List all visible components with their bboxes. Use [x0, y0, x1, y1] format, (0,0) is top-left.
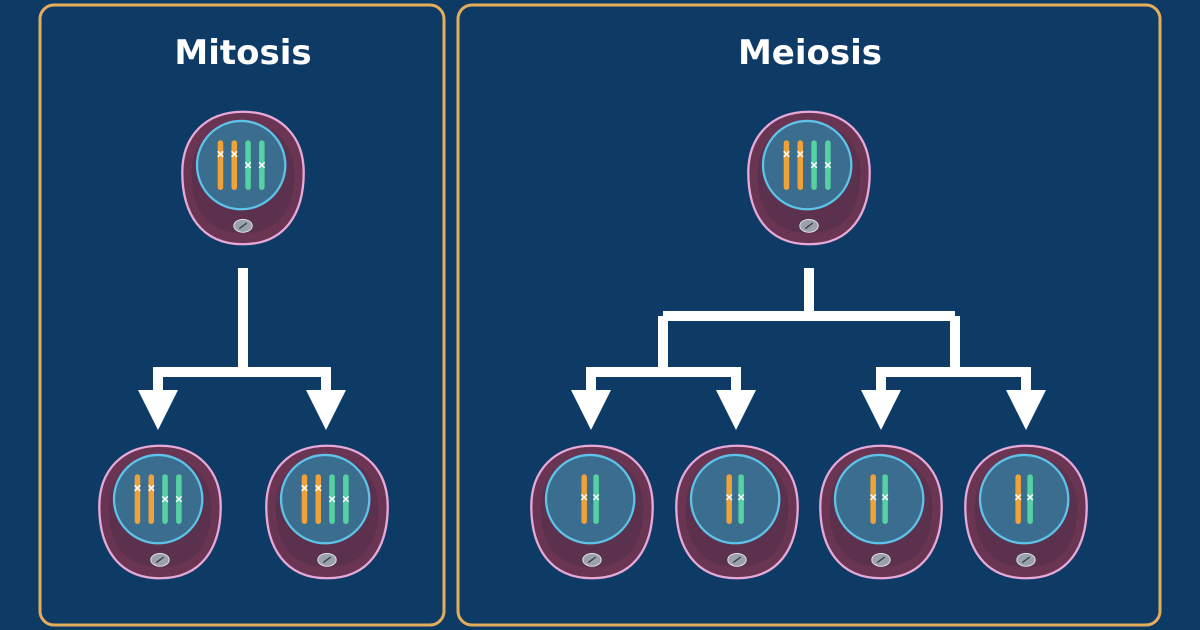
mitosis-title: Mitosis [174, 33, 311, 73]
chromosome-green [244, 140, 252, 190]
chromosome-orange [1014, 474, 1022, 524]
mitosis-right-arrow [243, 367, 346, 430]
organelle-icon [582, 552, 602, 567]
chromosome-orange [796, 140, 804, 190]
meiosis-arrow-4 [955, 367, 1046, 430]
chromosome-green [328, 474, 336, 524]
chromosome-green [1026, 474, 1034, 524]
chromosome-orange [301, 474, 308, 524]
chromosome-green [810, 140, 818, 190]
meiosis-arrow-2 [663, 367, 756, 430]
meiosis-arrow-3 [861, 367, 955, 430]
chromosome-green [592, 474, 600, 524]
meiosis-arrow-1 [571, 367, 663, 430]
meiosis-parent-cell [747, 110, 871, 246]
meiosis-daughter-cell [530, 444, 654, 580]
meiosis-daughter-cell [675, 444, 799, 580]
nucleus [279, 453, 371, 545]
chromosome-green [342, 474, 350, 524]
chromosome-green [258, 140, 266, 190]
chromosome-green [175, 474, 183, 524]
mitosis-left-arrow [138, 367, 243, 430]
meiosis-panel: Meiosis [456, 3, 1162, 627]
meiosis-stem-line [658, 268, 960, 372]
chromosome-orange [869, 474, 877, 524]
mitosis-daughter-cell [265, 444, 389, 580]
chromosome-green [824, 140, 832, 190]
meiosis-cells [530, 110, 1088, 580]
mitosis-cells [98, 110, 389, 580]
organelle-icon [727, 552, 747, 567]
chromosome-green [161, 474, 169, 524]
organelle-icon [799, 218, 819, 233]
nucleus [195, 119, 287, 211]
mitosis-arrows [138, 268, 346, 430]
mitosis-parent-cell [181, 110, 305, 246]
organelle-icon [150, 552, 170, 567]
organelle-icon [233, 218, 253, 233]
chromosome-orange [725, 474, 733, 524]
nucleus [978, 453, 1070, 545]
meiosis-title: Meiosis [738, 33, 882, 73]
organelle-icon [871, 552, 891, 567]
mitosis-panel-border [38, 3, 446, 627]
nucleus [544, 453, 636, 545]
mitosis-daughter-cell [98, 444, 222, 580]
chromosome-orange [217, 140, 224, 190]
meiosis-daughter-cell [964, 444, 1088, 580]
meiosis-arrows [571, 268, 1046, 430]
chromosome-orange [147, 474, 155, 524]
nucleus [833, 453, 925, 545]
chromosome-orange [134, 474, 141, 524]
nucleus [761, 119, 853, 211]
chromosome-green [737, 474, 745, 524]
chromosome-orange [230, 140, 238, 190]
meiosis-daughter-cell [819, 444, 943, 580]
nucleus [112, 453, 204, 545]
chromosome-orange [314, 474, 322, 524]
nucleus [689, 453, 781, 545]
mitosis-panel: Mitosis [38, 3, 446, 627]
chromosome-orange [783, 140, 790, 190]
chromosome-green [881, 474, 889, 524]
organelle-icon [317, 552, 337, 567]
chromosome-orange [580, 474, 588, 524]
organelle-icon [1016, 552, 1036, 567]
meiosis-panel-border [456, 3, 1162, 627]
